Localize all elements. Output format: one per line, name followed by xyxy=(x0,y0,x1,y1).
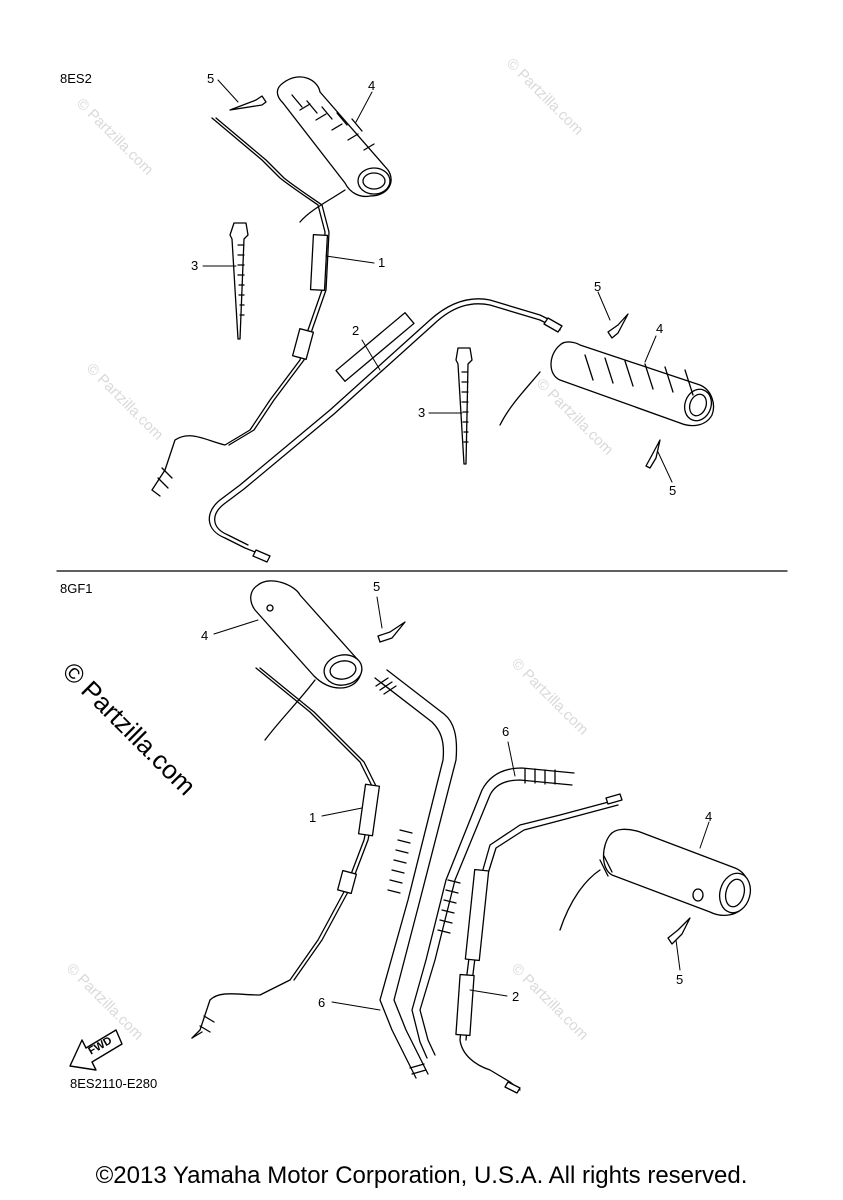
callout-label: 2 xyxy=(352,323,360,338)
callout-label: 1 xyxy=(378,255,386,270)
throttle-cable-2-top xyxy=(208,298,563,563)
callout-label: 5 xyxy=(669,483,677,498)
section-code-bottom: 8GF1 xyxy=(60,581,93,596)
fwd-arrow-icon xyxy=(69,1029,123,1071)
callout-label: 5 xyxy=(373,579,381,594)
callout-label: 5 xyxy=(594,279,602,294)
copyright-footer: ©2013 Yamaha Motor Corporation, U.S.A. A… xyxy=(95,1162,748,1189)
callout-label: 3 xyxy=(418,405,426,420)
callout-label: 3 xyxy=(191,258,199,273)
screw-bottom-lower xyxy=(667,917,691,945)
screw-bottom-upper xyxy=(377,621,406,643)
grip-bottom-right xyxy=(559,828,752,931)
callout-label: 5 xyxy=(676,972,684,987)
callout-label: 2 xyxy=(512,989,520,1004)
cable-tie-left xyxy=(229,222,249,340)
screw-top-right-upper xyxy=(607,313,629,339)
screw-top-right-lower xyxy=(645,439,661,469)
throttle-cable-1-bottom xyxy=(191,667,381,1039)
throttle-cable-1-top xyxy=(151,117,346,497)
leader-lines xyxy=(202,79,710,1011)
throttle-cable-2-bottom xyxy=(455,793,623,1094)
callout-label: 4 xyxy=(201,628,209,643)
grip-top-left xyxy=(276,76,392,198)
callout-label: 5 xyxy=(207,71,215,86)
diagram-code: 8ES2110-E280 xyxy=(70,1076,158,1091)
grip-bottom-left xyxy=(250,580,363,741)
callout-label: 6 xyxy=(318,995,326,1010)
cable-tie-right xyxy=(455,347,473,465)
grip-top-right xyxy=(499,341,715,427)
callout-label: 4 xyxy=(705,809,713,824)
screw-top-left xyxy=(229,95,267,111)
callout-label: 4 xyxy=(656,321,664,336)
handlebar-6-right xyxy=(411,767,575,1059)
callout-label: 1 xyxy=(309,810,317,825)
handlebar-6-left xyxy=(374,669,458,1079)
section-code-top: 8ES2 xyxy=(60,71,92,86)
callout-label: 6 xyxy=(502,724,510,739)
callout-label: 4 xyxy=(368,78,376,93)
